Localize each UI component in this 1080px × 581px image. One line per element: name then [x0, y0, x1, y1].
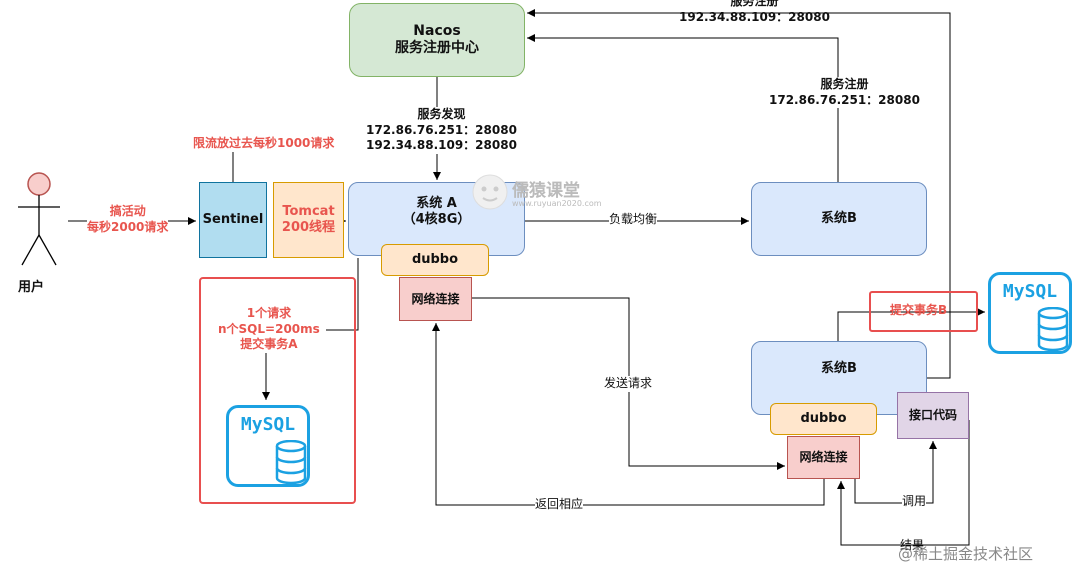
mysql-right-label: MySQL [1002, 281, 1058, 302]
activity-line2: 每秒2000请求 [87, 219, 169, 234]
dubbo-a-box: dubbo [381, 244, 489, 276]
send-request-label: 发送请求 [604, 376, 653, 392]
rate-limit-label: 限流放过去每秒1000请求 [193, 136, 335, 152]
load-balance-label: 负载均衡 [609, 212, 658, 228]
network-b-box: 网络连接 [787, 436, 860, 479]
transaction-a-label: 1个请求 n个SQL=200ms 提交事务A [218, 306, 320, 353]
arrow-systemb-mysql [837, 308, 985, 341]
nacos-subtitle: 服务注册中心 [395, 40, 479, 56]
sentinel-box: Sentinel [199, 182, 267, 258]
footer-watermark: @稀土掘金技术社区 [898, 545, 1034, 563]
arrow-register-mid [527, 34, 839, 182]
dubbo-b-box: dubbo [770, 403, 877, 435]
arrow-invoke [854, 441, 937, 504]
site-watermark: www.ruyuan2020.com [512, 199, 602, 208]
transaction-b-frame [869, 291, 978, 332]
register-mid-line2: 172.86.76.251：28080 [769, 92, 920, 107]
nacos-box: Nacos 服务注册中心 [349, 3, 525, 77]
user-icon [18, 172, 60, 266]
tomcat-title: Tomcat [282, 203, 335, 219]
brand-logo-icon [472, 174, 508, 210]
register-top-line2: 192.34.88.109：28080 [679, 9, 830, 24]
activity-label: 搞活动 每秒2000请求 [87, 204, 169, 236]
system-b-top-box: 系统B [751, 182, 927, 256]
nacos-title: Nacos [413, 22, 461, 39]
return-response-label: 返回相应 [535, 497, 584, 513]
arrow-return-response [432, 323, 825, 506]
system-b-bottom-title: 系统B [821, 360, 857, 376]
tomcat-threads: 200线程 [281, 220, 336, 235]
register-mid-line1: 服务注册 [820, 77, 869, 91]
tomcat-box: Tomcat 200线程 [273, 182, 344, 258]
mysql-right: MySQL [988, 272, 1072, 354]
result-label: 结果 [900, 538, 925, 552]
arrow-register-top [527, 9, 951, 379]
interface-code-box: 接口代码 [897, 392, 969, 439]
line-systema-transaction [326, 258, 359, 331]
transaction-a-line2: n个SQL=200ms [218, 321, 320, 336]
discovery-label: 服务发现 172.86.76.251：28080 192.34.88.109：2… [366, 107, 517, 154]
register-mid-label: 服务注册 172.86.76.251：28080 [769, 77, 920, 109]
transaction-a-line3: 提交事务A [240, 337, 298, 352]
transaction-a-line1: 1个请求 [246, 306, 292, 320]
invoke-label: 调用 [902, 494, 927, 510]
mysql-left: MySQL [226, 405, 310, 487]
arrow-result [837, 420, 970, 546]
activity-line1: 搞活动 [109, 204, 146, 218]
discovery-line1: 服务发现 [417, 107, 466, 121]
register-top-line1: 服务注册 [730, 0, 779, 8]
register-top-label: 服务注册 192.34.88.109：28080 [679, 0, 830, 25]
transaction-b-label: 提交事务B [890, 303, 948, 317]
brand-watermark: 儒猿课堂 [512, 181, 580, 201]
database-icon [275, 440, 307, 484]
network-a-box: 网络连接 [399, 277, 472, 321]
user-label: 用户 [18, 280, 45, 297]
transaction-a-frame [199, 277, 356, 504]
system-a-spec: （4核8G） [402, 212, 471, 227]
mysql-left-label: MySQL [240, 414, 296, 435]
discovery-line2: 172.86.76.251：28080 [366, 122, 517, 137]
database-icon [1037, 307, 1069, 351]
discovery-line3: 192.34.88.109：28080 [366, 138, 517, 153]
system-a-title: 系统 A [416, 195, 457, 211]
